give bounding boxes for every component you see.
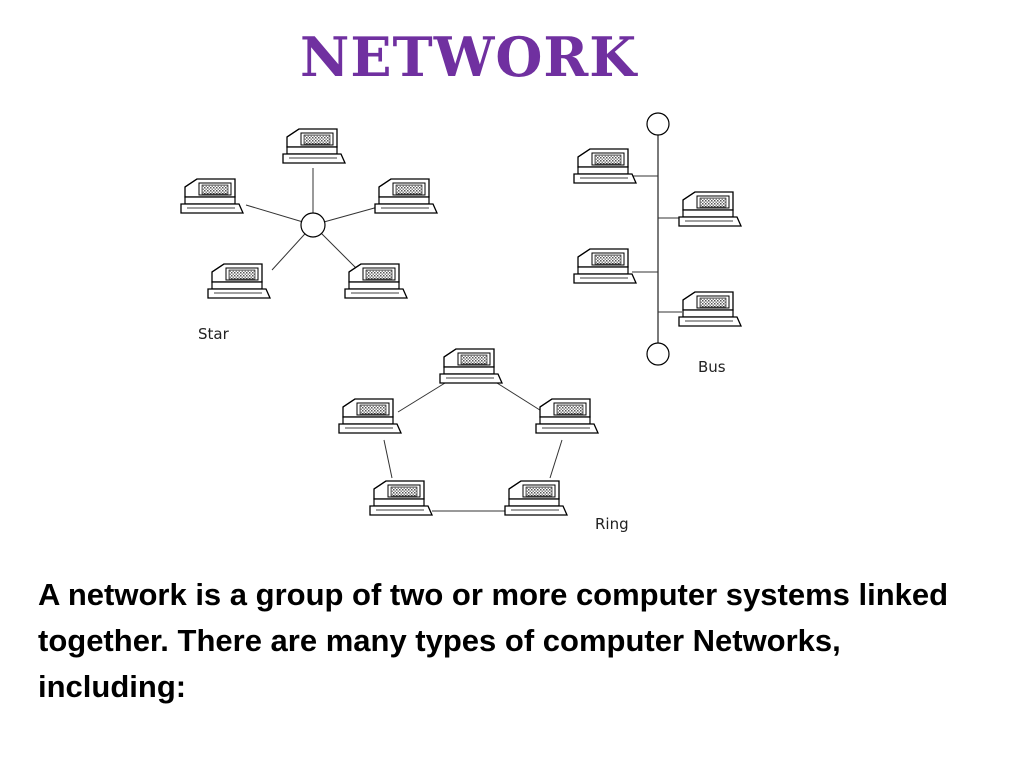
- star-computer-top: [282, 128, 346, 164]
- star-hub-node: [300, 212, 326, 238]
- ring-links: [383, 382, 563, 512]
- bus-computer-3: [573, 248, 637, 284]
- bus-computer-4: [678, 291, 742, 327]
- bus-computer-1: [573, 148, 637, 184]
- network-topologies-diagram: Star Bus Ring: [180, 112, 742, 533]
- slide-title: Network: [300, 25, 638, 89]
- network-definition-text: A network is a group of two or more comp…: [38, 577, 949, 704]
- ring-computer-bottom-left: [369, 480, 433, 516]
- ring-topology: Ring: [338, 348, 629, 533]
- star-topology: Star: [180, 128, 438, 343]
- bus-computer-2: [678, 191, 742, 227]
- star-computer-left: [180, 178, 244, 214]
- ring-computer-left: [338, 398, 402, 434]
- ring-computer-top: [439, 348, 503, 384]
- bus-label: Bus: [698, 358, 726, 376]
- bus-terminator-bottom: [646, 342, 670, 366]
- star-computer-bottom-left: [207, 263, 271, 299]
- ring-computer-bottom-right: [504, 480, 568, 516]
- star-computer-right: [374, 178, 438, 214]
- bus-terminator-top: [646, 112, 670, 136]
- ring-label: Ring: [595, 515, 629, 533]
- bus-links: [632, 175, 682, 313]
- star-label: Star: [198, 325, 230, 343]
- bus-topology: Bus: [573, 112, 742, 376]
- star-computer-bottom-right: [344, 263, 408, 299]
- ring-computer-right: [535, 398, 599, 434]
